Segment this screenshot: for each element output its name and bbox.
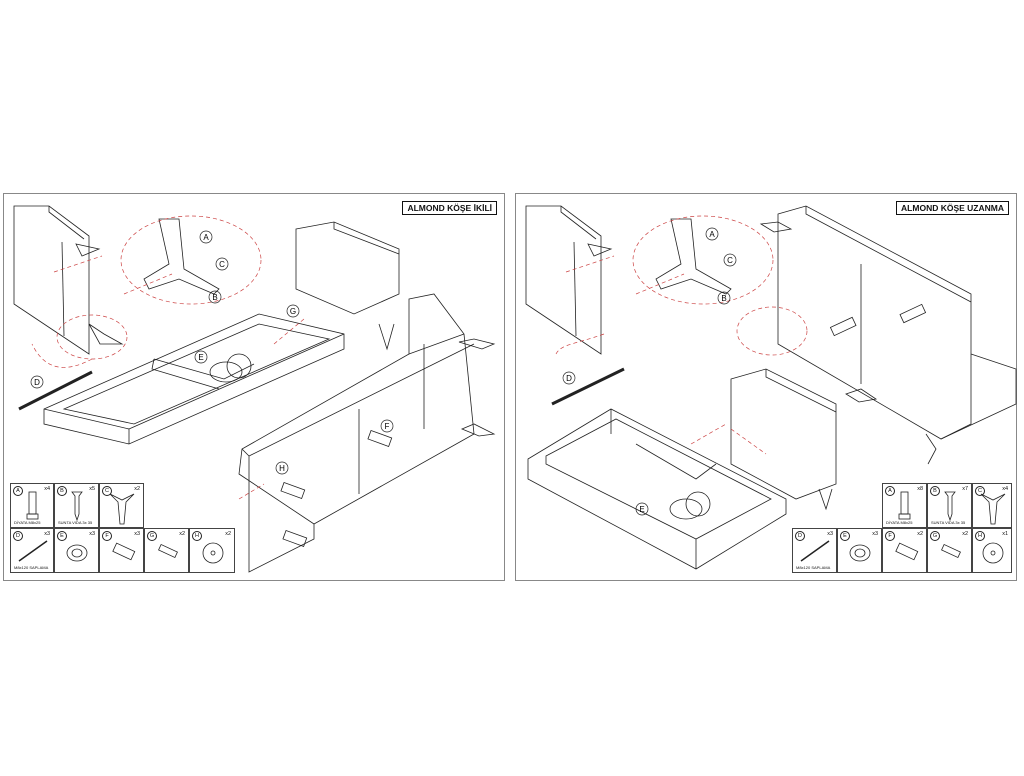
legend-desc: M8x120 SAPLAMA xyxy=(796,565,831,570)
dowel-small-icon xyxy=(941,543,961,559)
legend-qty: x4 xyxy=(44,486,50,492)
legend-cell-h: H x2 xyxy=(189,528,235,573)
legend-qty: x2 xyxy=(917,531,923,537)
legend-desc: M8x120 SAPLAMA xyxy=(14,565,49,570)
legend-cell-b: B x5 SUNTA VIDA 3x 35 xyxy=(54,483,99,528)
legend-qty: x4 xyxy=(1002,486,1008,492)
legend-cell-d: D x3 M8x120 SAPLAMA xyxy=(792,528,837,573)
drawer-box xyxy=(527,408,787,570)
legend-desc: DİYATA M8x25 xyxy=(886,520,913,525)
seat-cushion xyxy=(295,221,400,315)
legend-cell-g: G x2 xyxy=(144,528,189,573)
panel-title: ALMOND KÖŞE UZANMA xyxy=(896,201,1009,215)
legend-cell-c: C x4 xyxy=(972,483,1012,528)
legend-cell-a: A x8 DİYATA M8x25 xyxy=(882,483,927,528)
legend-qty: x2 xyxy=(962,531,968,537)
legend-cell-e: E x3 xyxy=(837,528,882,573)
legend-letter: F xyxy=(102,531,112,541)
threaded-stud-icon xyxy=(800,540,830,562)
callout-h: H xyxy=(279,464,285,473)
legend-letter: C xyxy=(975,486,985,496)
legend-letter: A xyxy=(885,486,895,496)
callout-a: A xyxy=(709,230,715,239)
threaded-stud-icon xyxy=(18,540,48,562)
screw-icon xyxy=(71,491,83,522)
cam-bolt-icon xyxy=(898,491,911,520)
legend-letter: G xyxy=(147,531,157,541)
legend-qty: x3 xyxy=(89,531,95,537)
legend-letter: D xyxy=(795,531,805,541)
screw-icon xyxy=(944,491,956,522)
legend-cell-f: F x2 xyxy=(882,528,927,573)
assembly-drawing-right: A B C D E xyxy=(525,205,1017,570)
legend-letter: G xyxy=(930,531,940,541)
callout-e: E xyxy=(198,353,203,362)
legend-qty: x7 xyxy=(962,486,968,492)
legend-qty: x2 xyxy=(225,531,231,537)
legend-letter: E xyxy=(57,531,67,541)
callout-a: A xyxy=(203,233,209,242)
backrest-panel xyxy=(525,205,602,355)
legend-letter: H xyxy=(975,531,985,541)
callout-d: D xyxy=(34,378,40,387)
leg-bracket-drawing xyxy=(143,218,220,295)
seat-frame xyxy=(43,313,345,445)
callout-b: B xyxy=(212,293,217,302)
legend-qty: x5 xyxy=(89,486,95,492)
armrest-unit xyxy=(238,293,475,525)
callout-d: D xyxy=(566,374,572,383)
disc-icon xyxy=(982,542,1004,564)
legend-cell-g: G x2 xyxy=(927,528,972,573)
legend-desc: SUNTA VIDA 3x 35 xyxy=(58,520,93,525)
dowel-small-icon xyxy=(158,543,178,559)
cam-bolt-icon xyxy=(26,491,39,520)
leg-bracket-icon xyxy=(109,493,135,525)
legend-desc: SUNTA VIDA 3x 35 xyxy=(931,520,966,525)
cam-lock-icon xyxy=(849,544,871,562)
panel-title: ALMOND KÖŞE İKİLİ xyxy=(402,201,497,215)
callout-c: C xyxy=(219,260,225,269)
legend-cell-f: F x3 xyxy=(99,528,144,573)
dowel-large-icon xyxy=(112,542,136,561)
legend-cell-b: B x7 SUNTA VIDA 3x 35 xyxy=(927,483,972,528)
legend-qty: x2 xyxy=(179,531,185,537)
dowel-large-icon xyxy=(895,542,919,561)
leg-bracket-icon xyxy=(980,493,1006,525)
cam-lock-icon xyxy=(66,544,88,562)
legend-cell-a: A x4 DİYATA M8x25 xyxy=(10,483,54,528)
legend-letter: B xyxy=(930,486,940,496)
back-module xyxy=(777,205,972,440)
legend-qty: x8 xyxy=(917,486,923,492)
callout-f: F xyxy=(385,422,390,431)
legend-qty: x3 xyxy=(134,531,140,537)
legend-qty: x2 xyxy=(134,486,140,492)
legend-letter: E xyxy=(840,531,850,541)
legend-qty: x3 xyxy=(44,531,50,537)
legend-qty: x3 xyxy=(872,531,878,537)
legend-cell-h: H x1 xyxy=(972,528,1012,573)
callout-b: B xyxy=(721,294,726,303)
legend-desc: DİYATA M8x25 xyxy=(14,520,41,525)
legend-cell-d: D x3 M8x120 SAPLAMA xyxy=(10,528,54,573)
legend-letter: F xyxy=(885,531,895,541)
callout-g: G xyxy=(290,307,296,316)
assembly-drawing-left: A B C D E F G H xyxy=(13,205,496,573)
legend-letter: D xyxy=(13,531,23,541)
legend-qty: x3 xyxy=(827,531,833,537)
disc-icon xyxy=(202,542,224,564)
backrest-panel xyxy=(13,205,90,355)
assembly-panel-left: A B C D E F G H ALMOND KÖŞE İKİLİ A x4 D… xyxy=(3,193,505,581)
legend-cell-e: E x3 xyxy=(54,528,99,573)
assembly-panel-right: A B C D E ALMOND KÖŞE UZANMA A x8 DİYATA… xyxy=(515,193,1017,581)
legend-letter: B xyxy=(57,486,67,496)
callout-e: E xyxy=(639,505,644,514)
legend-letter: C xyxy=(102,486,112,496)
legend-qty: x1 xyxy=(1002,531,1008,537)
legend-letter: H xyxy=(192,531,202,541)
legend-cell-c: C x2 xyxy=(99,483,144,528)
legend-letter: A xyxy=(13,486,23,496)
seat-cushion xyxy=(730,368,837,500)
leg-bracket-drawing xyxy=(655,218,732,295)
callout-c: C xyxy=(727,256,733,265)
